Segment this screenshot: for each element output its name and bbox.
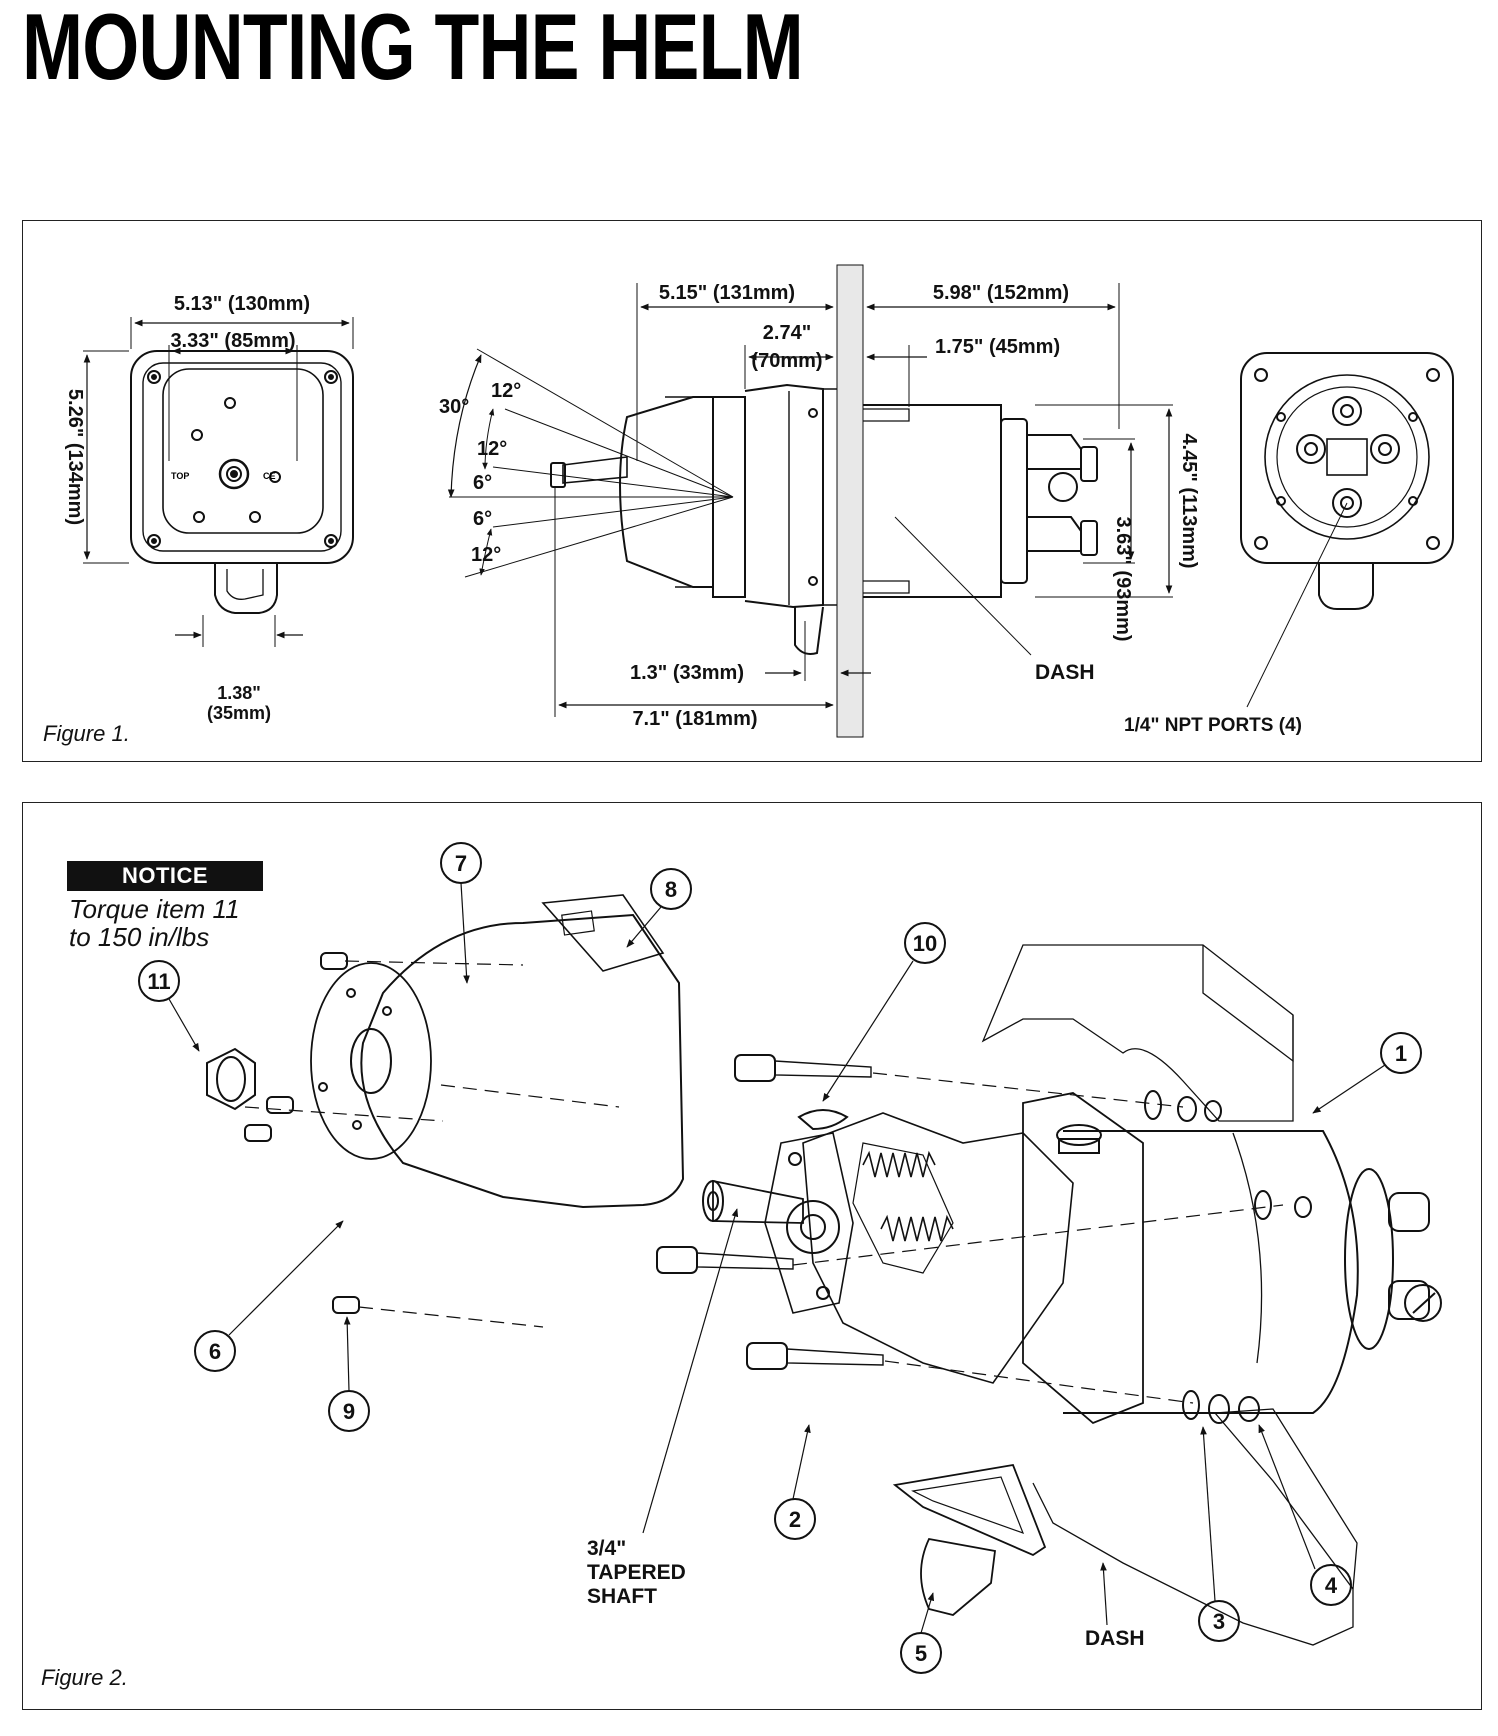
dim-side-rear-depth: 5.98" (152mm)	[933, 282, 1069, 304]
callout-3: 3	[1213, 1609, 1225, 1634]
front-cover-item-7	[360, 913, 685, 1209]
callout-7: 7	[455, 851, 467, 876]
dash-panel	[836, 264, 864, 738]
callout-8-circle	[650, 868, 692, 910]
angle-12-upper: 12°	[491, 380, 521, 402]
callout-10-circle	[904, 922, 946, 964]
angle-30: 30°	[439, 396, 469, 418]
callout-4-circle	[1310, 1564, 1352, 1606]
side-cover	[619, 396, 714, 588]
dim-side-front-depth: 5.15" (131mm)	[659, 282, 795, 304]
notice-line-1: Torque item 11	[69, 894, 240, 924]
callout-6: 6	[209, 1339, 221, 1364]
helm-rear-cap	[1344, 1168, 1394, 1350]
dim-side-mid-mm: (70mm)	[751, 350, 822, 372]
notice-line-2: to 150 in/lbs	[69, 922, 210, 952]
dash-label-fig2: DASH	[1085, 1627, 1145, 1650]
top-mark: TOP	[171, 471, 189, 481]
figure-2-panel: 7 8 10 11 1 6 9 2 4 3 5 3/4" TAPERED SHA…	[22, 802, 1482, 1710]
dim-side-height-small: 3.63" (93mm)	[1112, 516, 1134, 641]
front-face	[162, 368, 324, 534]
screw-item-9	[332, 1296, 360, 1314]
dim-side-overall: 7.1" (181mm)	[632, 708, 757, 730]
dim-side-bottom: 1.3" (33mm)	[630, 662, 744, 684]
rear-lug	[1318, 563, 1374, 610]
dim-front-bottom-in: 1.38"	[217, 683, 261, 703]
callout-2: 2	[789, 1507, 801, 1532]
spring-lower	[880, 1214, 954, 1242]
figure-1-caption: Figure 1.	[43, 721, 130, 746]
rear-housing	[1240, 352, 1454, 564]
shaft-label-line2: TAPERED	[587, 1561, 686, 1584]
dash-label-fig1: DASH	[1035, 661, 1095, 684]
face-plate-item-6	[310, 962, 432, 1160]
callout-2-circle	[774, 1498, 816, 1540]
front-lug	[214, 563, 278, 614]
exploded-view	[138, 842, 1442, 1674]
dim-side-mid-in: 2.74"	[763, 322, 811, 344]
dim-side-stud: 1.75" (45mm)	[935, 336, 1060, 358]
front-shaft	[218, 458, 250, 490]
callout-9: 9	[343, 1399, 355, 1424]
callout-4: 4	[1325, 1573, 1338, 1598]
dash-outline-lower	[1032, 1412, 1354, 1646]
rear-view	[1240, 352, 1454, 708]
angle-12-lower: 12°	[471, 544, 501, 566]
dim-front-bottom-mm: (35mm)	[207, 703, 271, 723]
callout-3-circle	[1198, 1600, 1240, 1642]
bolt-lower-head	[746, 1342, 788, 1370]
helm-mechanism	[802, 1112, 1074, 1384]
helm-cylinder	[1063, 1130, 1359, 1414]
mount-plate	[1022, 1092, 1144, 1425]
bolt-upper-head	[734, 1054, 776, 1082]
figure-1-drawing: 5.13" (130mm) 3.33" (85mm) 5.26" (134mm)…	[64, 264, 1454, 738]
callout-1-circle	[1380, 1032, 1422, 1074]
dim-front-height: 5.26" (134mm)	[64, 389, 86, 525]
shaft-label-line1: 3/4"	[587, 1537, 626, 1560]
nut-item-4	[1238, 1396, 1260, 1422]
nut-item-11	[206, 1047, 256, 1111]
ports-label: 1/4" NPT PORTS (4)	[1124, 715, 1302, 736]
callout-11-circle	[138, 960, 180, 1002]
dim-side-height-large: 4.45" (113mm)	[1178, 433, 1200, 568]
washer-item-3	[1208, 1394, 1230, 1424]
angle-6-upper: 6°	[473, 472, 492, 494]
figure-2-caption: Figure 2.	[41, 1665, 128, 1690]
side-view	[447, 264, 1173, 738]
tapered-shaft	[712, 1179, 804, 1224]
figure-2-drawing: 7 8 10 11 1 6 9 2 4 3 5 3/4" TAPERED SHA…	[138, 842, 1442, 1674]
page-title: MOUNTING THE HELM	[22, 0, 804, 99]
callout-5: 5	[915, 1641, 927, 1666]
callout-8: 8	[665, 877, 677, 902]
shaft-label-line3: SHAFT	[587, 1585, 657, 1608]
callout-10: 10	[913, 931, 937, 956]
notice-badge: NOTICE	[67, 861, 263, 891]
lug-cover-item-5	[892, 1463, 1047, 1557]
dash-outline-upper	[981, 944, 1294, 1122]
dim-front-width-outer: 5.13" (130mm)	[174, 293, 310, 315]
notice-text: Torque item 11 to 150 in/lbs	[69, 895, 289, 951]
angle-12-mid: 12°	[477, 438, 507, 460]
side-housing	[744, 383, 824, 609]
callout-11: 11	[147, 969, 170, 994]
ce-mark: CE	[263, 471, 276, 481]
dim-front-width-inner: 3.33" (85mm)	[170, 330, 295, 352]
figure-1-panel: 5.13" (130mm) 3.33" (85mm) 5.26" (134mm)…	[22, 220, 1482, 762]
side-cylinder	[863, 404, 1002, 598]
fill-plug-item-8	[541, 894, 665, 972]
callout-1: 1	[1395, 1041, 1407, 1066]
angle-6-lower: 6°	[473, 508, 492, 530]
front-view	[83, 317, 354, 647]
key-item-10	[797, 1109, 849, 1131]
spring-upper	[862, 1150, 936, 1178]
callout-6-circle	[194, 1330, 236, 1372]
